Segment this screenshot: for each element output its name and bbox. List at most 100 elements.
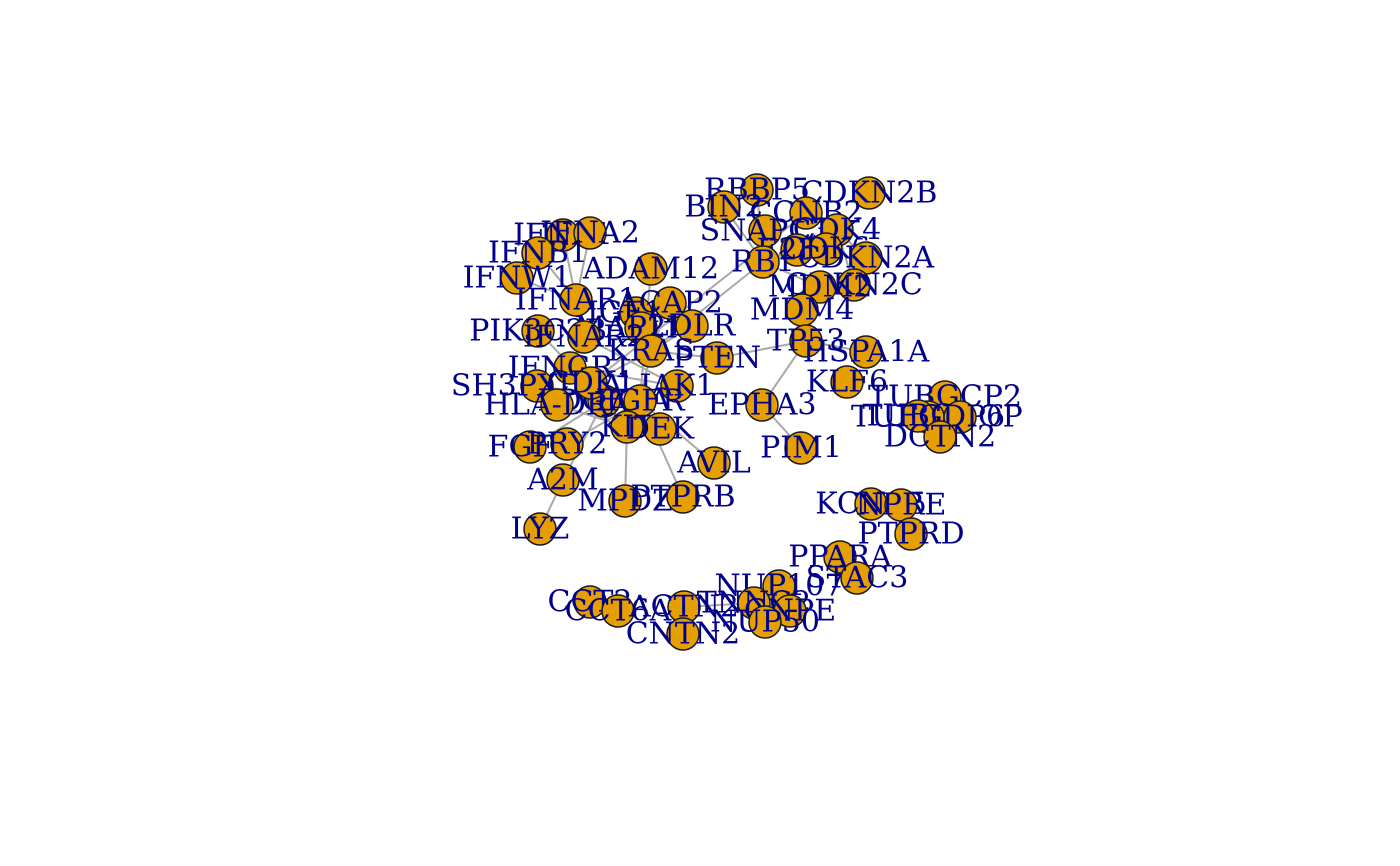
node-circle bbox=[840, 561, 874, 595]
node-circle bbox=[573, 216, 607, 250]
node-ifna2[interactable]: IFNA2 bbox=[540, 216, 640, 251]
node-nup107[interactable]: NUP107 bbox=[715, 569, 844, 604]
node-label: HLA-DRA bbox=[484, 388, 631, 423]
node-circle bbox=[559, 283, 593, 317]
node-egfr[interactable]: EGFR bbox=[595, 384, 686, 419]
edge-kras-rb1 bbox=[650, 261, 764, 352]
node-mdm4[interactable]: MDM4 bbox=[750, 293, 855, 328]
node-nup50[interactable]: NUP50 bbox=[710, 605, 820, 640]
node-fgdiop[interactable]: FGDIOP bbox=[897, 400, 1022, 435]
node-adam12[interactable]: ADAM12 bbox=[582, 252, 719, 287]
node-layer: RBBP5CDKN2BBIN2CCNB2SNAPC3CDK4IFNA1IFNA2… bbox=[451, 173, 1023, 652]
node-npre[interactable]: NPRE bbox=[856, 488, 947, 523]
node-label: RB1 bbox=[731, 245, 795, 280]
node-label: IFNAR2 bbox=[523, 320, 645, 355]
node-ifnb1[interactable]: IFNB1 bbox=[488, 236, 588, 271]
node-label: IFNAR1 bbox=[515, 283, 637, 318]
node-circle bbox=[789, 324, 823, 358]
node-label: ADAM12 bbox=[582, 252, 719, 287]
node-label: DEK bbox=[626, 412, 695, 447]
node-ppara[interactable]: PPARA bbox=[788, 540, 892, 575]
node-circle bbox=[500, 261, 534, 295]
node-ifnw1[interactable]: IFNW1 bbox=[463, 261, 572, 296]
node-circle bbox=[634, 334, 668, 368]
node-mpdz[interactable]: MPDZ bbox=[577, 484, 673, 519]
node-label: IFNW1 bbox=[463, 261, 572, 296]
node-label: MDM2 bbox=[768, 270, 873, 305]
node-circle bbox=[803, 270, 837, 304]
node-label: BIN2 bbox=[684, 190, 763, 225]
node-label: MPDZ bbox=[577, 484, 673, 519]
node-circle bbox=[707, 190, 741, 224]
node-circle bbox=[601, 594, 635, 628]
node-label: CCT6A bbox=[565, 594, 672, 629]
node-ifnar1[interactable]: IFNAR1 bbox=[515, 283, 637, 318]
node-label: EGFR bbox=[595, 384, 686, 419]
node-label: KRAS bbox=[607, 334, 694, 369]
node-circle bbox=[837, 268, 871, 302]
node-label: CDKN2B bbox=[801, 176, 938, 211]
node-circle bbox=[789, 196, 823, 230]
node-epha3[interactable]: EPHA3 bbox=[708, 388, 817, 423]
node-tp53[interactable]: TP53 bbox=[767, 324, 845, 359]
node-bin2[interactable]: BIN2 bbox=[684, 190, 763, 225]
node-label: CNTN2 bbox=[626, 617, 741, 652]
node-ptprd[interactable]: PTPRD bbox=[857, 517, 964, 552]
node-circle bbox=[634, 252, 668, 286]
node-cdkn2b[interactable]: CDKN2B bbox=[801, 176, 938, 211]
node-label: CDKN2A bbox=[798, 241, 935, 276]
node-kras[interactable]: KRAS bbox=[607, 334, 694, 369]
node-label: NUP50 bbox=[710, 605, 820, 640]
node-cct6a[interactable]: CCT6A bbox=[565, 594, 672, 629]
node-hspa1a[interactable]: HSPA1A bbox=[803, 335, 930, 370]
node-klf6[interactable]: KLF6 bbox=[806, 365, 888, 400]
node-avil[interactable]: AVIL bbox=[676, 446, 751, 481]
node-gnpe[interactable]: GNPE bbox=[744, 594, 836, 629]
node-label: HSPA1A bbox=[803, 335, 930, 370]
node-stac3[interactable]: STAC3 bbox=[806, 561, 909, 596]
node-dctn2[interactable]: DCTN2 bbox=[884, 420, 996, 455]
node-dek[interactable]: DEK bbox=[626, 412, 695, 447]
node-a2m[interactable]: A2M bbox=[526, 463, 598, 498]
node-jak1[interactable]: JAK1 bbox=[636, 369, 714, 404]
node-circle bbox=[901, 399, 935, 433]
node-circle bbox=[943, 400, 977, 434]
node-circle bbox=[809, 232, 843, 266]
node-label: FGDIOP bbox=[897, 400, 1022, 435]
node-circle bbox=[746, 245, 780, 279]
node-label: EPHA3 bbox=[708, 388, 817, 423]
node-circle bbox=[784, 431, 818, 465]
node-circle bbox=[675, 309, 709, 343]
node-label: AVIL bbox=[676, 446, 751, 481]
node-ptprb[interactable]: PTPRB bbox=[630, 480, 735, 515]
node-label: PTEN bbox=[673, 341, 761, 376]
node-circle bbox=[521, 236, 555, 270]
node-pry2[interactable]: PRY2 bbox=[527, 427, 608, 462]
node-circle bbox=[643, 412, 677, 446]
node-circle bbox=[745, 388, 779, 422]
node-ldlr[interactable]: LDLR bbox=[649, 309, 737, 344]
node-circle bbox=[894, 517, 928, 551]
node-cdkn2a[interactable]: CDKN2A bbox=[798, 241, 935, 276]
node-cdk1[interactable]: CDK1 bbox=[547, 366, 636, 401]
node-label: PTPRB bbox=[630, 480, 735, 515]
node-label: IFNA2 bbox=[540, 216, 640, 251]
node-circle bbox=[700, 341, 734, 375]
node-pim1[interactable]: PIM1 bbox=[760, 431, 842, 466]
node-cntn2[interactable]: CNTN2 bbox=[626, 617, 741, 652]
node-circle bbox=[567, 320, 601, 354]
node-circle bbox=[610, 410, 644, 444]
node-pten[interactable]: PTEN bbox=[673, 341, 761, 376]
node-hla-dra[interactable]: HLA-DRA bbox=[484, 388, 631, 423]
node-mdm2[interactable]: MDM2 bbox=[768, 270, 873, 305]
node-circle bbox=[550, 427, 584, 461]
node-circle bbox=[540, 388, 574, 422]
node-label: IFNB1 bbox=[488, 236, 588, 271]
node-label: PIM1 bbox=[760, 431, 842, 466]
node-circle bbox=[666, 617, 700, 651]
node-ifnar2[interactable]: IFNAR2 bbox=[523, 320, 645, 355]
node-lyz[interactable]: LYZ bbox=[511, 512, 570, 547]
edge-ptprb-egfr bbox=[639, 400, 684, 498]
node-circle bbox=[740, 173, 774, 207]
node-rb1[interactable]: RB1 bbox=[731, 245, 795, 280]
